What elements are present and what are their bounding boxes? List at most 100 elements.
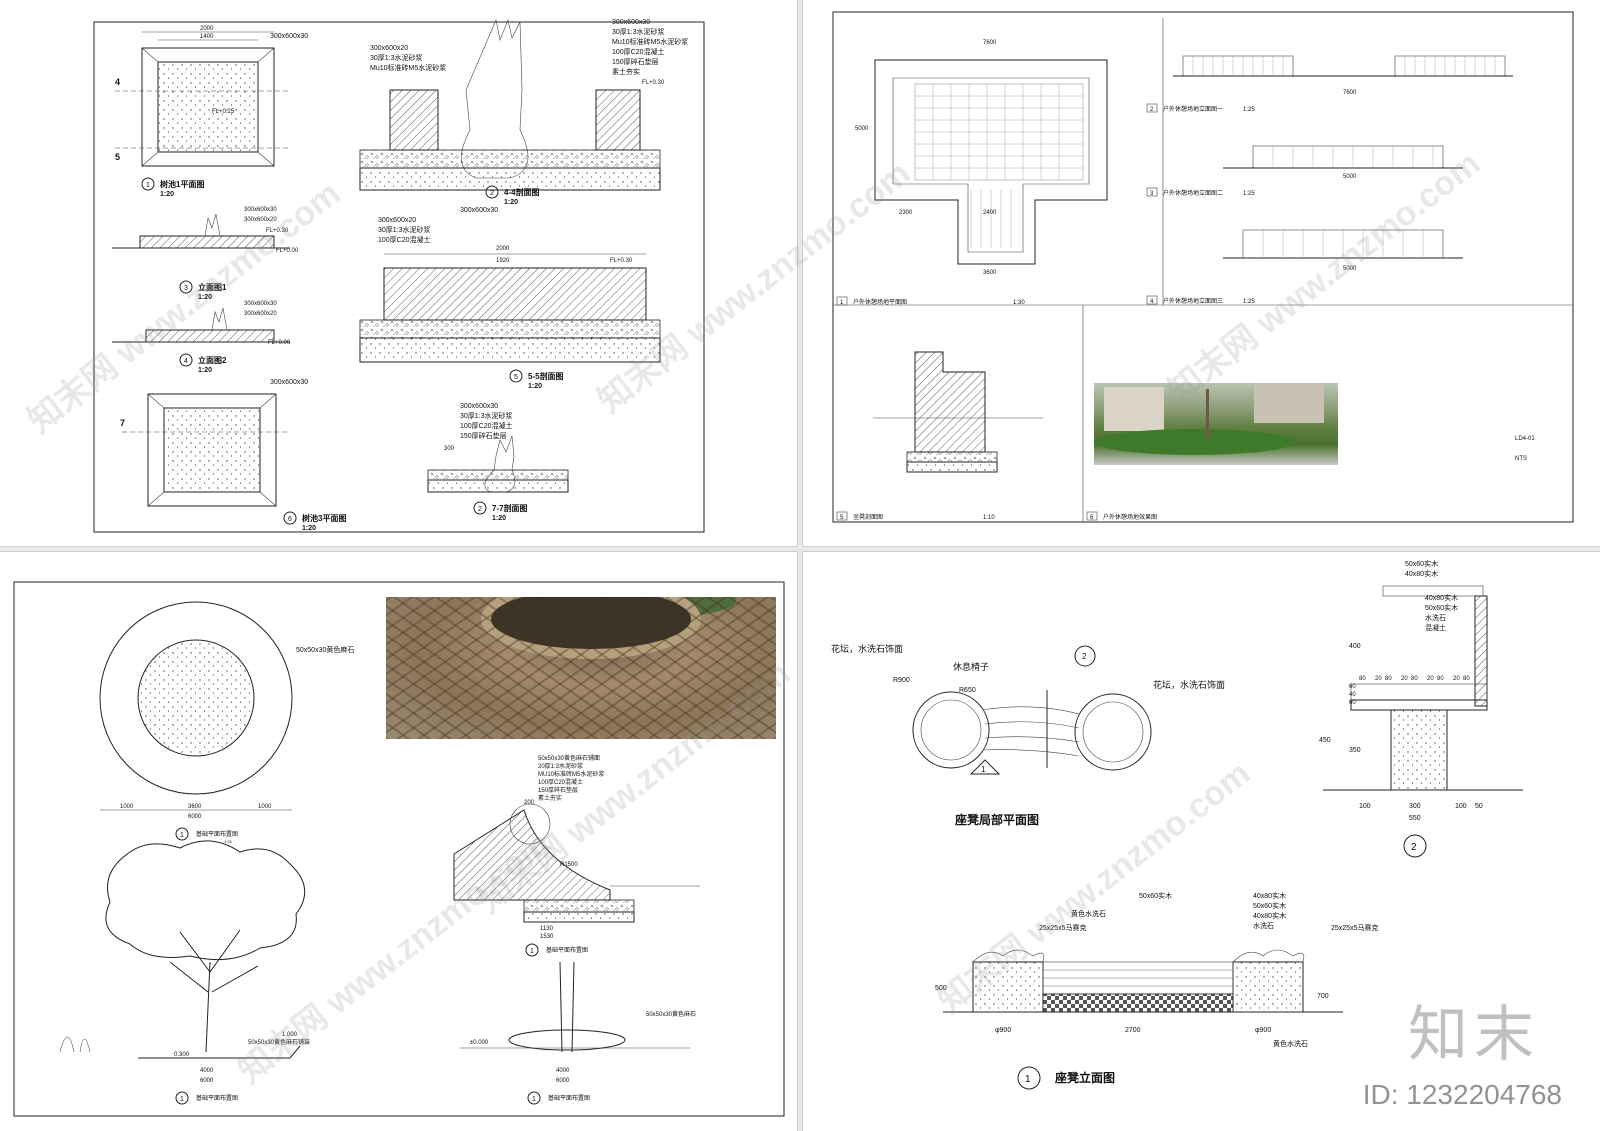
svg-text:1:25: 1:25: [1243, 191, 1255, 197]
section-4-4: [359, 18, 661, 191]
section-4-4-spec: 300x600x20 30厚1:3水泥砂浆 Mu10标准砖M5水泥砂浆 300x…: [370, 19, 688, 86]
svg-text:6000: 6000: [200, 1078, 214, 1084]
svg-text:150厚碎石垫层: 150厚碎石垫层: [460, 431, 507, 440]
drawing-sheet-tree-pits: 2000 1400 300x600x30 4 5 FL+0.25 1 树池1平面…: [0, 0, 797, 546]
asset-id: ID: 1232204768: [1362, 1079, 1562, 1110]
svg-text:R900: R900: [893, 677, 910, 684]
svg-text:LD4-01: LD4-01: [1515, 436, 1535, 442]
svg-text:基础平面布置图: 基础平面布置图: [548, 1094, 590, 1102]
round-pit-plan: [99, 601, 293, 811]
rest-area-plan: [874, 59, 1108, 265]
brand-logo: 知末: [1408, 1000, 1540, 1070]
svg-text:1:20: 1:20: [504, 199, 518, 206]
svg-text:20: 20: [1427, 676, 1434, 682]
svg-text:60: 60: [1349, 700, 1356, 706]
svg-text:40x80实木: 40x80实木: [1253, 891, 1286, 900]
svg-text:300x600x20: 300x600x20: [378, 217, 416, 224]
bench-plan-title: 座凳局部平面图: [954, 812, 1039, 827]
svg-text:50: 50: [1475, 803, 1483, 810]
svg-text:3: 3: [1150, 191, 1154, 197]
rest-area-rendering-photo: [1094, 383, 1338, 465]
bench-elevation: [943, 949, 1343, 1013]
svg-text:5000: 5000: [1343, 174, 1357, 180]
svg-text:2300: 2300: [899, 210, 913, 216]
svg-text:3600: 3600: [983, 270, 997, 276]
svg-text:40x80实木: 40x80实木: [1253, 911, 1286, 920]
svg-text:户外休憩场地立面图二: 户外休憩场地立面图二: [1163, 189, 1223, 197]
svg-text:300x600x30: 300x600x30: [612, 19, 650, 26]
svg-text:R1500: R1500: [560, 862, 578, 868]
svg-text:300: 300: [1409, 803, 1421, 810]
section44-title: 4-4剖面图: [504, 187, 540, 197]
elevation-1: [112, 213, 290, 249]
svg-text:1:20: 1:20: [160, 191, 174, 198]
drawing-number-4: [179, 353, 193, 367]
tree-elevation: [59, 840, 306, 1059]
plan-title: 基础平面布置图: [196, 830, 238, 838]
svg-text:FL+0.30: FL+0.30: [642, 80, 665, 86]
svg-text:1: 1: [530, 948, 534, 955]
svg-text:4000: 4000: [200, 1068, 214, 1074]
sheet4-canvas: 花坛，水洗石饰面 花坛，水洗石饰面 休息椅子 R900 R650 2 1 座凳局…: [831, 559, 1523, 1090]
svg-text:2: 2: [478, 506, 482, 513]
svg-text:100: 100: [1359, 803, 1371, 810]
svg-text:350: 350: [1349, 747, 1361, 754]
seat-section-detail: [873, 351, 1043, 473]
svg-text:户外休憩场地立面图三: 户外休憩场地立面图三: [1163, 297, 1223, 305]
svg-text:1: 1: [1025, 1074, 1031, 1085]
svg-text:素土夯实: 素土夯实: [612, 67, 640, 76]
svg-text:25x25x5马赛克: 25x25x5马赛克: [1331, 923, 1378, 932]
section-7-7: [427, 435, 569, 493]
svg-text:25x25x5马赛克: 25x25x5马赛克: [1039, 923, 1086, 932]
svg-text:2: 2: [1150, 107, 1154, 113]
svg-text:50x50x30黄色麻石铺装: 50x50x30黄色麻石铺装: [248, 1038, 310, 1046]
svg-text:2: 2: [490, 190, 494, 197]
svg-text:7600: 7600: [983, 40, 997, 46]
svg-text:40x80实木: 40x80实木: [1405, 569, 1438, 578]
svg-text:2400: 2400: [983, 210, 997, 216]
drawing-number-6: [283, 511, 297, 525]
svg-text:20厚1:3水泥砂浆: 20厚1:3水泥砂浆: [538, 762, 583, 770]
svg-text:黄色水洗石: 黄色水洗石: [1071, 909, 1106, 918]
svg-text:40x80实木: 40x80实木: [1425, 593, 1458, 602]
elevation-2: [112, 307, 290, 343]
svg-text:50x60实木: 50x60实木: [1405, 559, 1438, 568]
svg-text:基础平面布置图: 基础平面布置图: [196, 1094, 238, 1102]
svg-text:Mu10标准砖M5水泥砂浆: Mu10标准砖M5水泥砂浆: [370, 63, 446, 72]
svg-text:1:20: 1:20: [528, 383, 542, 390]
svg-text:50x50x30黄色麻石: 50x50x30黄色麻石: [646, 1010, 696, 1018]
round-pit-reference-photo: [386, 597, 776, 739]
round-pit-section-detail: [453, 803, 700, 923]
label-planter-right: 花坛，水洗石饰面: [1153, 679, 1225, 690]
seat-detail-title: 坐凳剖面图: [853, 513, 883, 521]
sheet3-frame: [13, 581, 785, 1117]
svg-text:5000: 5000: [855, 126, 869, 132]
section-mark-7: 7: [120, 418, 125, 428]
svg-text:80: 80: [1463, 676, 1470, 682]
svg-text:5000: 5000: [1343, 266, 1357, 272]
svg-text:3: 3: [184, 285, 188, 292]
svg-text:300x600x30: 300x600x30: [460, 403, 498, 410]
svg-text:400: 400: [1349, 643, 1361, 650]
elevation2-title: 立面图2: [198, 355, 227, 365]
svg-text:100: 100: [1455, 803, 1467, 810]
svg-text:20: 20: [1375, 676, 1382, 682]
spec-top: 300x600x30: [270, 33, 308, 40]
svg-text:1.000: 1.000: [282, 1032, 298, 1038]
svg-text:100厚C20混凝土: 100厚C20混凝土: [538, 778, 583, 786]
svg-text:FL+0.30: FL+0.30: [610, 258, 633, 264]
svg-text:R650: R650: [959, 687, 976, 694]
bench-plan: [912, 690, 1152, 775]
svg-text:300x600x30: 300x600x30: [244, 207, 277, 213]
svg-text:混凝土: 混凝土: [1425, 623, 1446, 632]
svg-text:20: 20: [1401, 676, 1408, 682]
svg-text:80: 80: [1437, 676, 1444, 682]
svg-text:1: 1: [180, 832, 184, 839]
svg-text:1530: 1530: [540, 934, 554, 940]
svg-text:30厚1:3水泥砂浆: 30厚1:3水泥砂浆: [460, 411, 513, 420]
svg-text:1130: 1130: [540, 926, 554, 932]
svg-text:1920: 1920: [496, 258, 510, 264]
svg-text:300x600x30: 300x600x30: [270, 379, 308, 386]
svg-text:1:20: 1:20: [492, 515, 506, 522]
svg-text:300: 300: [444, 446, 455, 452]
